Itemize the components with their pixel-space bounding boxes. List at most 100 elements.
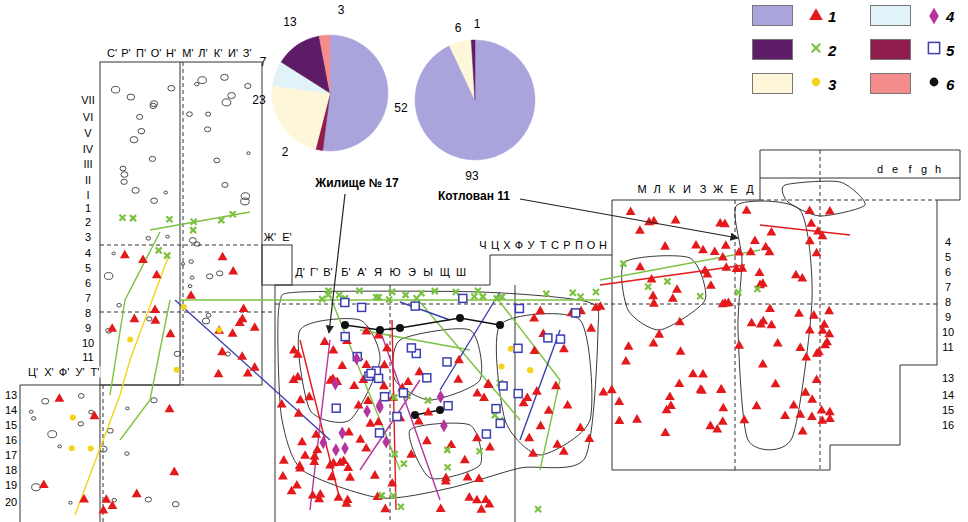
find-symbol (801, 387, 811, 396)
grid-label: Т (539, 240, 548, 251)
find-mark (214, 325, 224, 334)
grid-label: 9 (84, 323, 92, 334)
find-symbol (716, 384, 726, 393)
grid-label: И (682, 184, 692, 195)
find-symbol (672, 284, 682, 293)
find-mark (422, 436, 432, 445)
find-mark (349, 380, 359, 389)
find-mark (361, 443, 371, 452)
find-symbol (327, 472, 337, 481)
grid-label: 14 (941, 390, 955, 401)
find-symbol (620, 261, 626, 267)
grid-label: 8 (84, 308, 92, 319)
grid-label: 10 (81, 338, 95, 349)
find-symbol (529, 313, 539, 322)
find-mark (732, 263, 742, 272)
find-symbol (339, 456, 349, 465)
find-mark (499, 364, 505, 370)
pie-slice (319, 35, 330, 93)
find-mark (705, 421, 715, 430)
grid-label: g (920, 164, 928, 175)
find-mark (552, 439, 562, 448)
posthole (112, 252, 115, 255)
find-mark (332, 404, 340, 412)
find-symbol (668, 293, 678, 302)
find-mark (817, 405, 827, 414)
find-symbol (98, 505, 108, 514)
find-symbol (825, 206, 835, 215)
posthole (126, 407, 129, 410)
find-symbol (398, 504, 404, 510)
grid-label: IV (82, 144, 94, 155)
find-symbol (664, 278, 670, 284)
find-mark (391, 394, 397, 400)
find-mark (530, 346, 540, 355)
find-symbol (820, 340, 830, 349)
find-mark (794, 308, 804, 317)
find-symbol (392, 451, 398, 457)
find-mark (328, 345, 338, 354)
find-symbol (645, 284, 651, 290)
find-mark (697, 293, 703, 299)
refit-line (380, 330, 440, 500)
find-mark (165, 329, 175, 338)
find-symbol (363, 405, 371, 418)
find-mark (712, 424, 722, 433)
find-symbol (174, 367, 180, 373)
find-symbol (544, 334, 552, 342)
find-mark (295, 463, 305, 472)
find-symbol (444, 447, 450, 453)
find-mark (190, 227, 196, 233)
find-symbol (614, 415, 624, 424)
find-mark (138, 255, 148, 264)
find-symbol (535, 306, 545, 315)
find-mark (411, 411, 419, 419)
find-symbol (758, 359, 768, 368)
find-symbol (239, 303, 249, 312)
find-symbol (358, 303, 366, 311)
find-symbol (376, 429, 384, 437)
find-mark (39, 479, 49, 488)
find-mark (436, 406, 444, 414)
posthole (121, 179, 127, 184)
find-symbol (389, 289, 395, 295)
grid-label: 1 (84, 203, 92, 214)
find-mark (174, 367, 180, 373)
find-mark (292, 480, 302, 489)
find-symbol (460, 455, 470, 464)
find-symbol (754, 286, 760, 292)
find-mark (559, 446, 569, 455)
find-mark (365, 418, 375, 427)
finds (39, 8, 940, 514)
find-symbol (496, 419, 504, 427)
grid-label: Э (407, 267, 417, 278)
posthole (206, 112, 211, 116)
refit-line (310, 340, 330, 510)
refit-line (360, 380, 420, 470)
find-symbol (477, 448, 483, 454)
find-mark (446, 440, 456, 449)
find-symbol (660, 241, 670, 250)
posthole (58, 445, 62, 448)
find-symbol (375, 374, 383, 382)
find-mark (626, 207, 636, 216)
find-mark (445, 464, 451, 470)
find-symbol (471, 294, 477, 300)
find-symbol (218, 252, 228, 261)
find-symbol (723, 298, 733, 307)
legend-number: 1 (828, 9, 836, 24)
find-symbol (485, 442, 495, 451)
find-mark (414, 295, 420, 301)
find-symbol (353, 352, 361, 365)
find-mark (156, 247, 162, 253)
pie-chart: 6193Котлован 11 (407, 2, 547, 207)
find-symbol (341, 333, 349, 341)
feature-outline (393, 329, 482, 400)
find-mark (660, 428, 670, 437)
find-mark (820, 340, 830, 349)
find-mark (739, 415, 749, 424)
find-mark (484, 379, 494, 388)
posthole (241, 198, 250, 205)
grid-label: f (907, 164, 912, 175)
find-mark (514, 344, 522, 352)
